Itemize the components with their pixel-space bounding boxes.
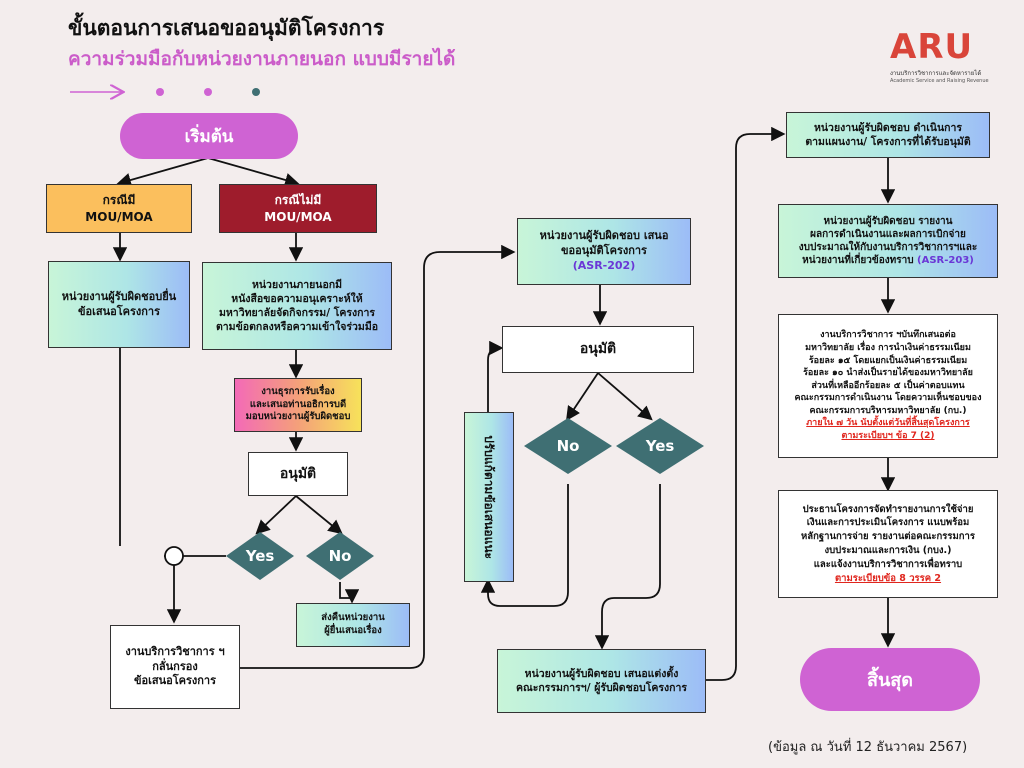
approve-left-box: อนุมัติ: [248, 452, 348, 496]
screening-box: งานบริการวิชาการ ฯ กลั่นกรอง ข้อเสนอโครง…: [110, 625, 240, 709]
fee-line6: คณะกรรมการดำเนินงาน โดยความเห็นชอบของ: [794, 393, 982, 404]
external-request-line1: หน่วยงานภายนอกมี: [251, 278, 343, 291]
appoint-committee-line2: คณะกรรมการฯ/ ผู้รับผิดชอบโครงการ: [515, 682, 688, 694]
fee-line7: คณะกรรมการบริหารมหาวิทยาลัย (กบ.): [809, 405, 967, 416]
case-mou-line2: MOU/MOA: [85, 209, 153, 224]
page-title: ขั้นตอนการเสนอขออนุมัติโครงการ: [68, 16, 385, 40]
chair-red-line: ตามระเบียบข้อ 8 วรรค 2: [834, 572, 942, 584]
chair-line5: และแจ้งงานบริการวิชาการเพื่อทราบ: [813, 558, 963, 570]
logo-line1: งานบริการวิชาการและจัดหารายได้: [890, 70, 982, 77]
case-no-mou-box: กรณีไม่มี MOU/MOA: [219, 184, 377, 233]
screening-line2: กลั่นกรอง: [152, 659, 198, 673]
execute-line1: หน่วยงานผู้รับผิดชอบ ดำเนินการ: [813, 121, 963, 134]
chair-line1: ประธานโครงการจัดทำรายงานการใช้จ่าย: [802, 503, 974, 515]
yes-label-mid: Yes: [645, 437, 675, 455]
unit-submit-line1: หน่วยงานผู้รับผิดชอบยื่น: [61, 289, 177, 303]
fee-line3: ร้อยละ ๑๕ โดยแยกเป็นเงินค่าธรรมเนียม: [808, 355, 968, 366]
decision-no-left: [306, 532, 374, 580]
screening-line3: ข้อเสนอโครงการ: [133, 674, 217, 688]
unit-submit-line2: ข้อเสนอโครงการ: [77, 304, 161, 318]
decision-yes-mid: [616, 418, 704, 474]
unit-submit-box: หน่วยงานผู้รับผิดชอบยื่น ข้อเสนอโครงการ: [48, 261, 190, 348]
revise-box: ปรับแก้ตามข้อเสนอแนะ: [464, 412, 514, 582]
execute-line2: ตามแผนงาน/ โครงการที่ได้รับอนุมัติ: [805, 136, 971, 148]
no-label-left: No: [328, 547, 352, 565]
chair-line3: หลักฐานการจ่าย รายงานต่อคณะกรรมการ: [801, 531, 975, 543]
fee-red-line2: ตามระเบียบฯ ข้อ 7 (2): [841, 431, 935, 442]
case-no-mou-line2: MOU/MOA: [264, 209, 332, 224]
return-unit-line1: ส่งคืนหน่วยงาน: [321, 612, 385, 624]
propose-approval-box: หน่วยงานผู้รับผิดชอบ เสนอ ขออนุมัติโครงก…: [517, 218, 691, 285]
external-request-line3: มหาวิทยาลัยจัดกิจกรรม/ โครงการ: [218, 307, 376, 319]
appoint-committee-line1: หน่วยงานผู้รับผิดชอบ เสนอแต่งตั้ง: [524, 667, 679, 680]
logo-mark: ARU: [890, 27, 974, 67]
no-label-mid: No: [556, 437, 580, 455]
return-unit-box: ส่งคืนหน่วยงาน ผู้ยื่นเสนอเรื่อง: [296, 603, 410, 647]
chair-line2: เงินและการประเมินโครงการ แนบพร้อม: [806, 517, 970, 529]
page-subtitle: ความร่วมมือกับหน่วยงานภายนอก แบบมีรายได้: [68, 48, 456, 70]
yes-label-left: Yes: [245, 547, 275, 565]
aru-logo: ARU งานบริการวิชาการและจัดหารายได้ Acade…: [890, 30, 1000, 88]
case-mou-line1: กรณีมี: [102, 193, 136, 208]
fee-line2: มหาวิทยาลัย เรื่อง การนำเงินค่าธรรมเนียม: [805, 342, 971, 353]
fee-red-line1: ภายใน ๗ วัน นับตั้งแต่วันที่สิ้นสุดโครงก…: [806, 418, 970, 429]
propose-approval-line2: ขออนุมัติโครงการ: [561, 244, 647, 258]
case-mou-box: กรณีมี MOU/MOA: [46, 184, 192, 233]
revise-label: ปรับแก้ตามข้อเสนอแนะ: [482, 435, 497, 559]
appoint-committee-box: หน่วยงานผู้รับผิดชอบ เสนอแต่งตั้ง คณะกรร…: [497, 649, 706, 713]
fee-line1: งานบริการวิชาการ ฯบันทึกเสนอต่อ: [820, 330, 956, 341]
admin-assign-box: งานธุรการรับเรื่อง และเสนอท่านอธิการบดี …: [234, 378, 362, 432]
logo-line2: Academic Service and Raising Revenue: [890, 78, 989, 84]
external-request-line4: ตามข้อตกลงหรือความเข้าใจร่วมมือ: [215, 321, 379, 334]
start-node: เริ่มต้น: [120, 113, 298, 159]
external-request-box: หน่วยงานภายนอกมี หนังสือขอความอนุเคราะห์…: [202, 262, 392, 350]
fee-memo-box: งานบริการวิชาการ ฯบันทึกเสนอต่อ มหาวิทยา…: [778, 314, 998, 458]
fee-line4: ร้อยละ ๑๐ นำส่งเป็นรายได้ของมหาวิทยาลัย: [803, 368, 973, 379]
fee-line5: ส่วนที่เหลืออีกร้อยละ ๕ เป็นค่าตอบแทน: [811, 380, 965, 391]
report-line1: หน่วยงานผู้รับผิดชอบ รายงาน: [823, 216, 953, 227]
admin-assign-line2: และเสนอท่านอธิการบดี: [249, 398, 347, 410]
decision-no-mid: [524, 418, 612, 474]
end-node: สิ้นสุด: [800, 648, 980, 711]
approve-mid-box: อนุมัติ: [502, 326, 694, 373]
external-request-line2: หนังสือขอความอนุเคราะห์ให้: [231, 292, 363, 305]
chair-line4: งบประมาณและการเงิน (กบง.): [824, 545, 952, 556]
execute-box: หน่วยงานผู้รับผิดชอบ ดำเนินการ ตามแผนงาน…: [786, 112, 990, 158]
decision-yes-left: [226, 532, 294, 580]
admin-assign-line3: มอบหน่วยงานผู้รับผิดชอบ: [245, 411, 351, 423]
return-unit-line2: ผู้ยื่นเสนอเรื่อง: [324, 625, 382, 636]
report-box: หน่วยงานผู้รับผิดชอบ รายงาน ผลการดำเนินง…: [778, 204, 998, 278]
asr202-code: (ASR-202): [572, 258, 636, 272]
data-date-note: (ข้อมูล ณ วันที่ 12 ธันวาคม 2567): [768, 740, 968, 755]
report-line3: งบประมาณให้กับงานบริการวิชาการฯและ: [798, 242, 978, 253]
chair-report-box: ประธานโครงการจัดทำรายงานการใช้จ่าย เงินแ…: [778, 490, 998, 598]
report-line2: ผลการดำเนินงานและผลการเบิกจ่าย: [810, 229, 966, 240]
screening-line1: งานบริการวิชาการ ฯ: [125, 644, 225, 658]
report-line4: หน่วยงานที่เกี่ยวข้องทราบ: [802, 255, 914, 266]
propose-approval-line1: หน่วยงานผู้รับผิดชอบ เสนอ: [539, 229, 669, 243]
asr203-code: (ASR-203): [917, 255, 974, 266]
admin-assign-line1: งานธุรการรับเรื่อง: [261, 385, 335, 397]
case-no-mou-line1: กรณีไม่มี: [274, 193, 322, 208]
